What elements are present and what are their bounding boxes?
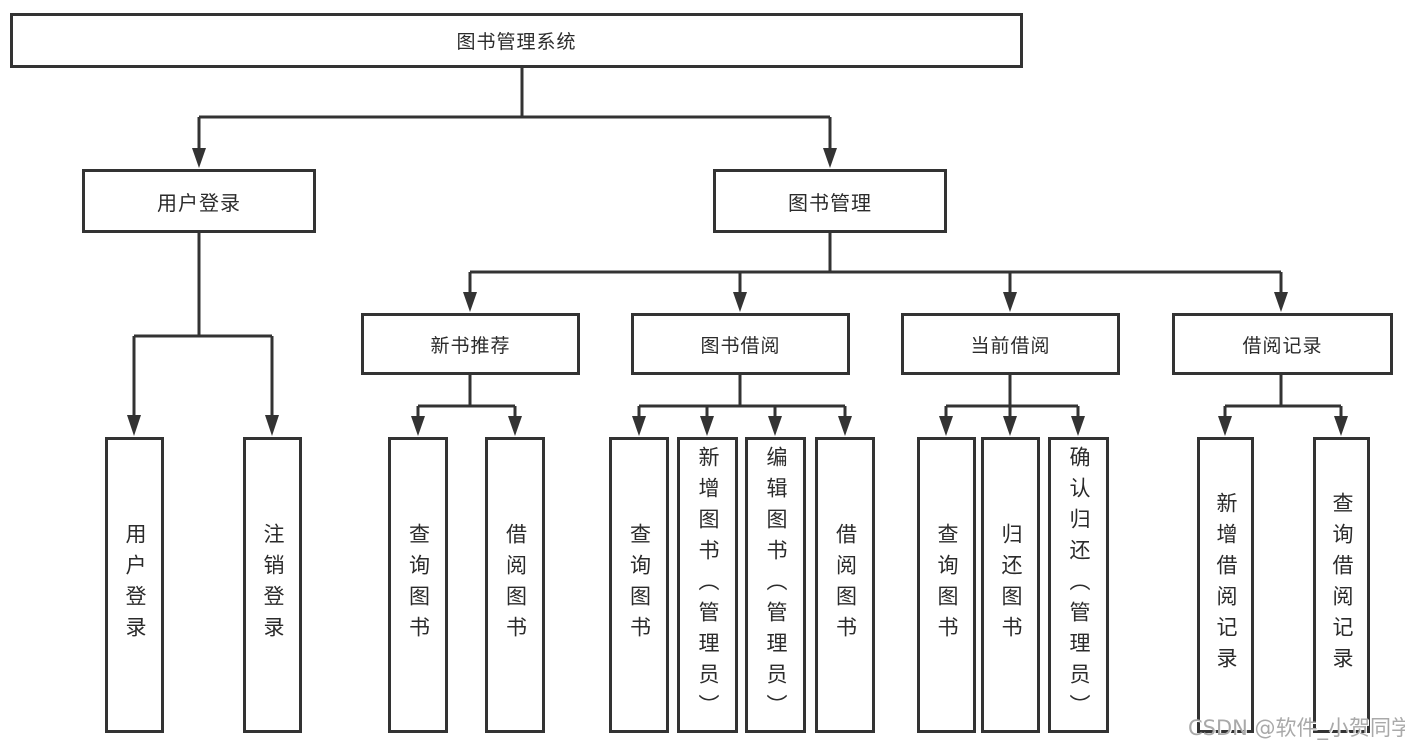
node-label: 查询图书 xyxy=(935,523,959,647)
node-label: 编辑图书（管理员） xyxy=(764,445,788,725)
arrowhead-icon xyxy=(632,416,646,436)
node-label: 新书推荐 xyxy=(430,334,511,357)
node-label: 图书管理系统 xyxy=(456,31,577,53)
leaf-recommend-query-book: 查询图书 xyxy=(388,437,448,733)
node-label: 查询借阅记录 xyxy=(1330,492,1354,678)
leaf-recommend-borrow-book: 借阅图书 xyxy=(485,437,545,733)
node-new-book-recommend: 新书推荐 xyxy=(361,313,580,375)
connector-records-children xyxy=(1223,375,1343,417)
arrow-heads xyxy=(127,148,1348,436)
connector-borrowing-children xyxy=(637,375,847,417)
node-label: 借阅图书 xyxy=(503,523,528,647)
node-label: 注销登录 xyxy=(261,523,285,647)
node-label: 用户登录 xyxy=(157,190,241,215)
connector-strokes xyxy=(132,68,1343,417)
arrowhead-icon xyxy=(192,148,206,168)
leaf-borrowing-edit-book-admin: 编辑图书（管理员） xyxy=(745,437,806,733)
arrowhead-icon xyxy=(1003,416,1017,436)
node-library-management-system: 图书管理系统 xyxy=(10,13,1023,68)
leaf-records-add-record: 新增借阅记录 xyxy=(1197,437,1254,733)
leaf-current-query-book: 查询图书 xyxy=(917,437,976,733)
arrowhead-icon xyxy=(768,416,782,436)
node-book-management: 图书管理 xyxy=(713,169,947,233)
leaf-current-return-book: 归还图书 xyxy=(981,437,1040,733)
node-label: 新增图书（管理员） xyxy=(696,445,720,725)
arrowhead-icon xyxy=(939,416,953,436)
connector-book-management-children xyxy=(468,233,1283,292)
leaf-user-login: 用户登录 xyxy=(105,437,164,733)
arrowhead-icon xyxy=(1218,416,1232,436)
node-label: 新增借阅记录 xyxy=(1214,492,1238,678)
node-book-borrowing: 图书借阅 xyxy=(631,313,850,375)
node-label: 查询图书 xyxy=(627,523,652,647)
node-label: 图书借阅 xyxy=(700,334,781,357)
arrowhead-icon xyxy=(733,292,747,312)
leaf-borrowing-query-book: 查询图书 xyxy=(609,437,669,733)
node-label: 归还图书 xyxy=(999,523,1023,647)
leaf-logout: 注销登录 xyxy=(243,437,302,733)
node-label: 图书管理 xyxy=(788,190,872,215)
arrowhead-icon xyxy=(508,416,522,436)
arrowhead-icon xyxy=(411,416,425,436)
arrowhead-icon xyxy=(265,415,279,436)
arrowhead-icon xyxy=(1071,416,1085,436)
arrowhead-icon xyxy=(1003,292,1017,312)
node-current-borrowing: 当前借阅 xyxy=(901,313,1120,375)
node-borrowing-records: 借阅记录 xyxy=(1172,313,1393,375)
arrowhead-icon xyxy=(838,416,852,436)
connector-user-login-children xyxy=(132,233,274,415)
arrowhead-icon xyxy=(463,292,477,312)
node-label: 用户登录 xyxy=(123,523,147,647)
connector-recommend-children xyxy=(416,375,517,417)
arrowhead-icon xyxy=(823,148,837,168)
arrowhead-icon xyxy=(700,416,714,436)
leaf-records-query-record: 查询借阅记录 xyxy=(1313,437,1370,733)
leaf-borrowing-borrow-book: 借阅图书 xyxy=(815,437,875,733)
node-user-login: 用户登录 xyxy=(82,169,316,233)
arrowhead-icon xyxy=(1274,292,1288,312)
watermark-csdn: CSDN @软件_小贺同学 xyxy=(1188,716,1405,740)
connector-current-children xyxy=(944,375,1080,417)
node-label: 借阅图书 xyxy=(833,523,858,647)
leaf-current-confirm-return-admin: 确认归还（管理员） xyxy=(1048,437,1109,733)
leaf-borrowing-add-book-admin: 新增图书（管理员） xyxy=(677,437,738,733)
node-label: 借阅记录 xyxy=(1242,334,1323,357)
arrowhead-icon xyxy=(1334,416,1348,436)
connector-root-to-level2 xyxy=(197,68,832,149)
node-label: 确认归还（管理员） xyxy=(1067,445,1091,725)
arrowhead-icon xyxy=(127,415,141,436)
node-label: 查询图书 xyxy=(406,523,431,647)
node-label: 当前借阅 xyxy=(970,334,1051,357)
